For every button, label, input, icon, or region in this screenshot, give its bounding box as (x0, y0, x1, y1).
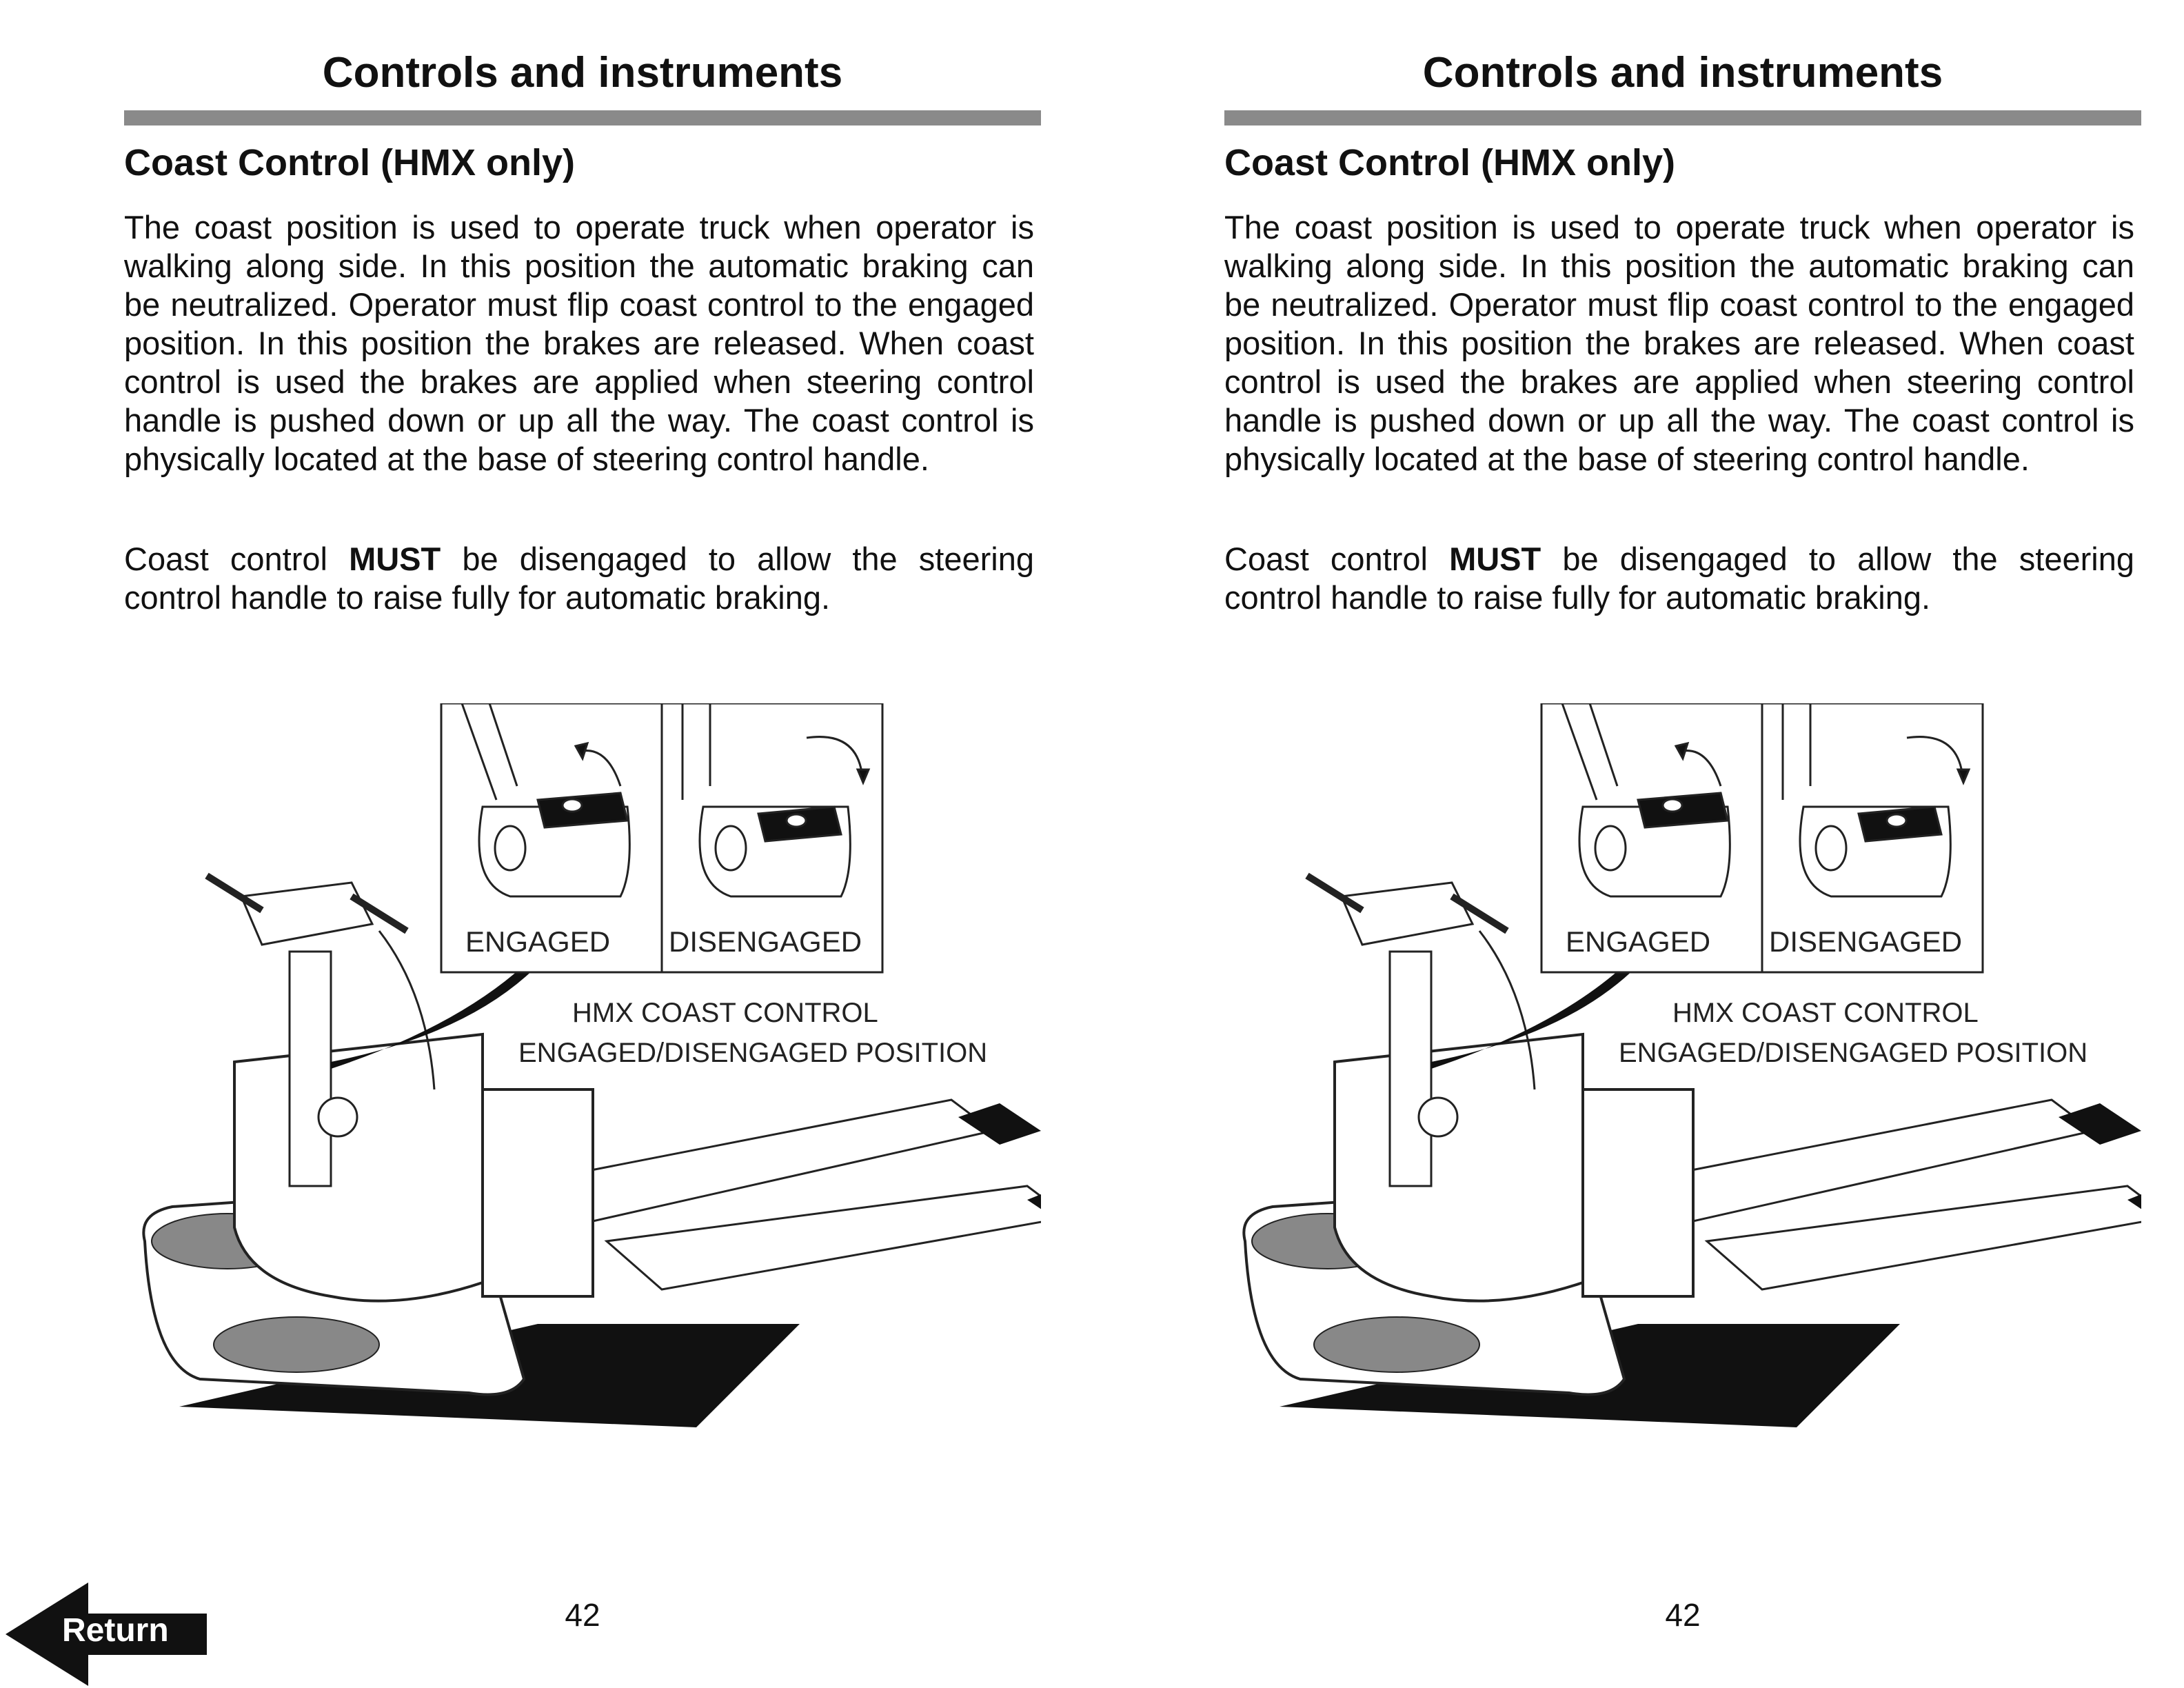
body-paragraph-1: The coast position is used to operate tr… (124, 209, 1034, 477)
body-paragraph-2: Coast control MUST be disengaged to allo… (124, 540, 1034, 617)
illustration-svg: ENGAGED DISENGAGED HMX COAST CONTROL ENG… (142, 702, 1096, 1427)
engaged-label: ENGAGED (465, 925, 610, 958)
figure-caption-line2: ENGAGED/DISENGAGED POSITION (518, 1038, 987, 1068)
section-heading: Coast Control (HMX only) (1224, 142, 1675, 183)
return-button[interactable]: Return (6, 1582, 212, 1686)
left-page: Controls and instruments Coast Control (… (124, 0, 1096, 1688)
pallet-truck-illustration: ENGAGED DISENGAGED HMX COAST CONTROL ENG… (124, 702, 1096, 1462)
paragraph-text: be disengaged to allow the steering cont… (124, 541, 1035, 616)
figure-caption-line2: ENGAGED/DISENGAGED POSITION (1619, 1038, 2087, 1068)
paragraph-text: be disengaged to allow the steering cont… (1224, 541, 2135, 616)
emphasis-must: MUST (1449, 541, 1541, 577)
page-number: 42 (565, 1597, 600, 1633)
engaged-label: ENGAGED (1566, 925, 1710, 958)
disengaged-label: DISENGAGED (1769, 925, 1962, 958)
page-number: 42 (1665, 1597, 1701, 1633)
section-heading: Coast Control (HMX only) (124, 142, 575, 183)
page-title: Controls and instruments (1422, 49, 1943, 97)
figure-caption-line1: HMX COAST CONTROL (1672, 998, 1979, 1028)
body-paragraph-1: The coast position is used to operate tr… (1224, 209, 2134, 477)
disengaged-label: DISENGAGED (669, 925, 862, 958)
pallet-truck-illustration: ENGAGED DISENGAGED HMX COAST CONTROL ENG… (1224, 702, 2184, 1462)
emphasis-must: MUST (349, 541, 441, 577)
paragraph-text: Coast control (124, 541, 350, 577)
left-arrow-icon (6, 1582, 207, 1686)
paragraph-text: Coast control (1224, 541, 1450, 577)
title-divider (124, 110, 1041, 125)
return-label: Return (62, 1612, 169, 1649)
body-paragraph-2: Coast control MUST be disengaged to allo… (1224, 540, 2134, 617)
illustration-svg: ENGAGED DISENGAGED HMX COAST CONTROL ENG… (1242, 702, 2184, 1427)
right-page: Controls and instruments Coast Control (… (1224, 0, 2184, 1688)
figure-caption-line1: HMX COAST CONTROL (572, 998, 878, 1028)
title-divider (1224, 110, 2141, 125)
page-title: Controls and instruments (322, 49, 843, 97)
